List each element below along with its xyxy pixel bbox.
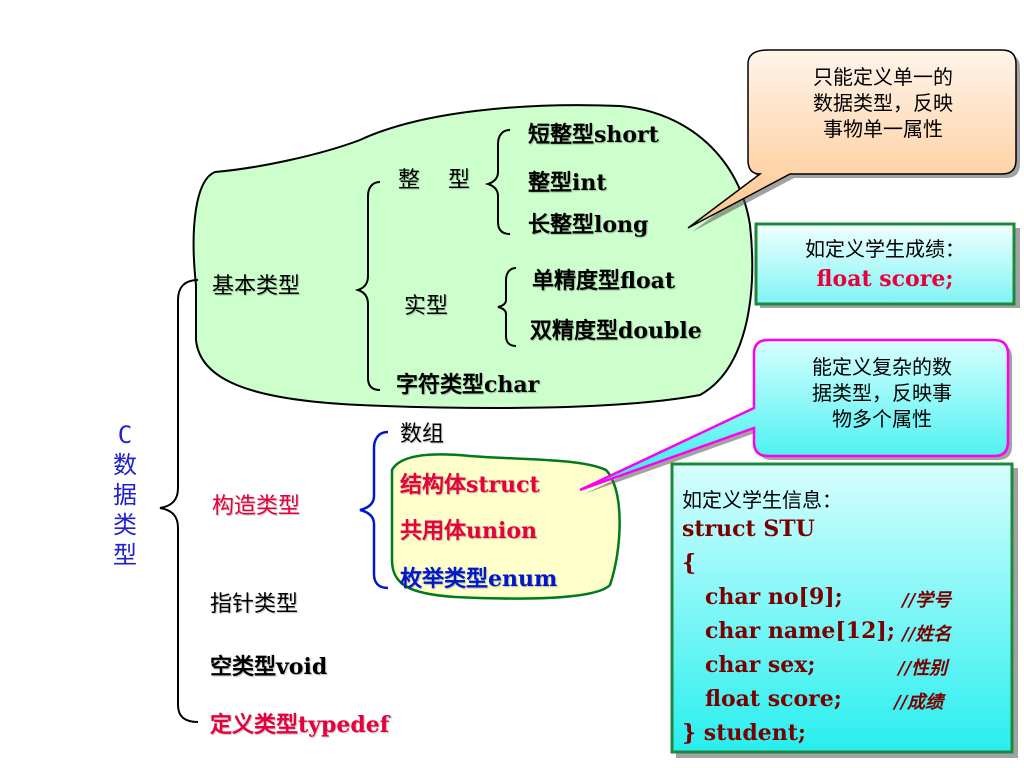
code-line: char no[9]; <box>682 584 843 610</box>
real-type-label: 实型 <box>404 294 449 319</box>
char-type: 字符类型char <box>396 372 540 398</box>
root-brace <box>159 279 199 723</box>
code-line: char name[12]; <box>682 618 895 644</box>
example-struct-box <box>670 462 1014 754</box>
example-struct-title: 如定义学生信息： <box>682 488 842 512</box>
callout-basic-line: 事物单一属性 <box>823 117 943 141</box>
callout-basic-line: 只能定义单一的 <box>813 65 953 89</box>
callout-struct-text: 能定义复杂的数 据类型，反映事 物多个属性 <box>756 354 1008 432</box>
basic-brace <box>354 181 381 391</box>
array-type: 数组 <box>400 422 445 447</box>
void-type: 空类型void <box>210 654 328 680</box>
code-line: struct STU <box>682 516 815 542</box>
code-line: { <box>682 550 697 576</box>
long-type: 长整型long <box>528 212 649 238</box>
double-type: 双精度型double <box>530 318 702 344</box>
callout-struct-line: 据类型，反映事 <box>812 381 952 405</box>
code-comment: //姓名 <box>902 624 952 645</box>
basic-type-region <box>192 104 754 409</box>
code-comment: //学号 <box>902 590 952 611</box>
root-char: 型 <box>113 541 137 569</box>
example-basic-title: 如定义学生成绩： <box>805 237 965 261</box>
code-line: } student; <box>682 720 807 746</box>
typedef-type: 定义类型typedef <box>210 712 390 738</box>
callout-struct-bubble <box>579 338 1010 492</box>
integer-type-label: 整 型 <box>398 168 470 193</box>
enum-type: 枚举类型enum <box>400 566 558 592</box>
root-char: C <box>117 421 133 449</box>
code-line: float score; <box>682 686 842 712</box>
example-basic-box <box>754 222 1016 306</box>
root-label: C 数 据 类 型 <box>110 420 140 570</box>
constructed-type-label: 构造类型 <box>212 494 301 519</box>
callout-struct-line: 能定义复杂的数 <box>812 355 952 379</box>
root-char: 类 <box>113 511 137 539</box>
root-char: 数 <box>113 451 137 479</box>
callout-struct-line: 物多个属性 <box>832 407 932 431</box>
callout-basic-text: 只能定义单一的 数据类型，反映 事物单一属性 <box>752 64 1014 142</box>
example-basic-text: 如定义学生成绩： float score; <box>756 236 1014 292</box>
integer-brace <box>484 129 511 235</box>
callout-basic-line: 数据类型，反映 <box>813 91 953 115</box>
basic-type-label: 基本类型 <box>212 274 301 299</box>
constructed-brace <box>359 430 389 590</box>
pointer-type: 指针类型 <box>210 592 299 617</box>
example-basic-code: float score; <box>816 266 954 292</box>
int-type: 整型int <box>528 170 607 196</box>
union-type: 共用体union <box>400 518 538 544</box>
code-comment: //成绩 <box>894 692 944 713</box>
root-char: 据 <box>113 481 137 509</box>
float-type: 单精度型float <box>532 268 676 294</box>
code-line: char sex; <box>682 652 816 678</box>
constructed-type-region <box>390 453 621 600</box>
real-brace <box>497 267 517 347</box>
struct-type: 结构体struct <box>400 472 540 498</box>
short-type: 短整型short <box>528 122 659 148</box>
code-comment: //性别 <box>898 658 948 679</box>
